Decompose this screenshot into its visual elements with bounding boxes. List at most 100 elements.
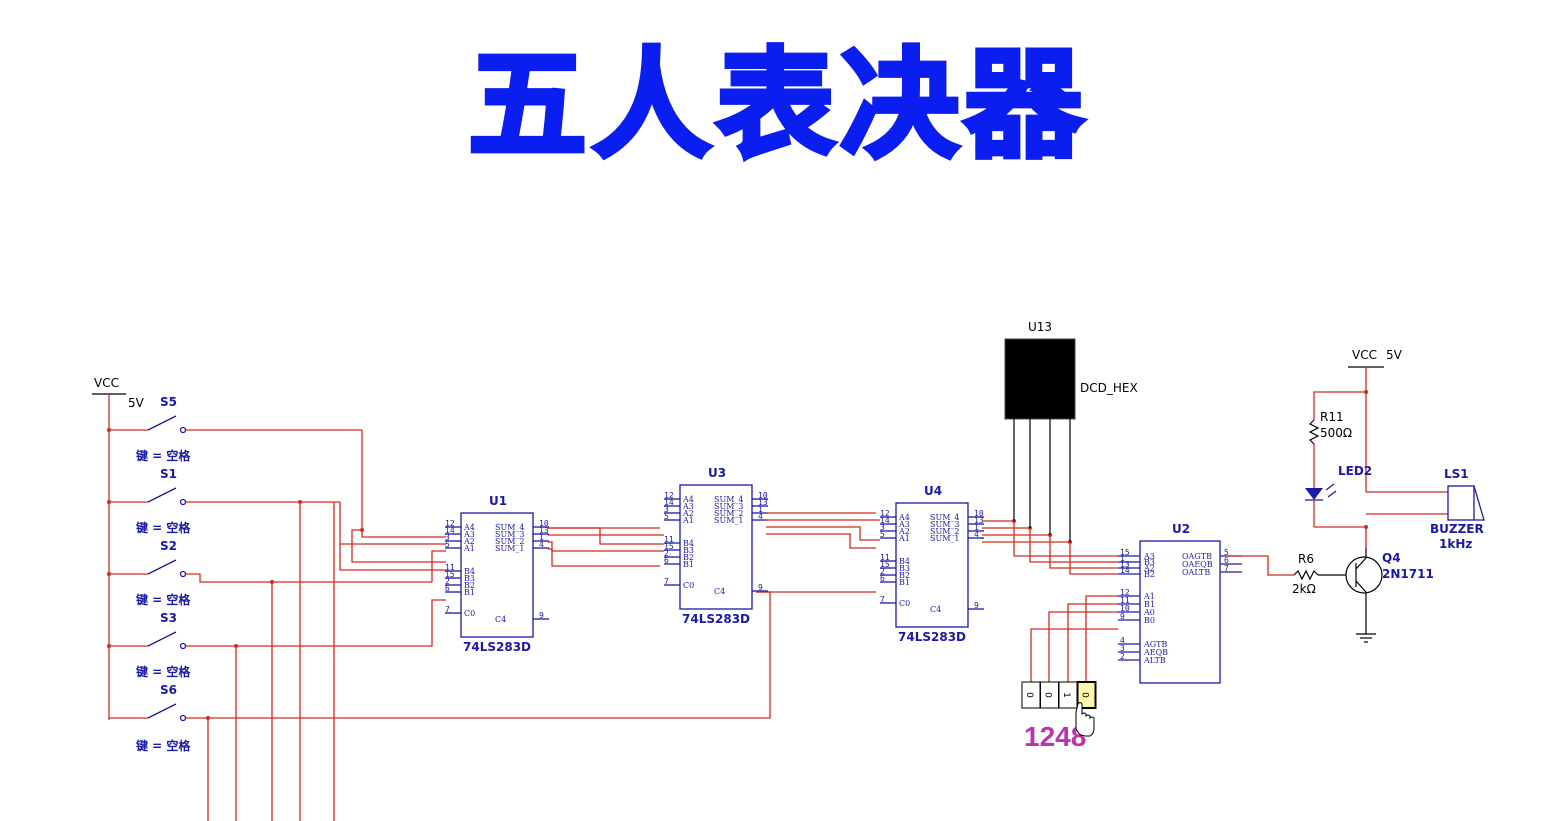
comparator-pin-name: AEQB [1143,648,1168,657]
comparator-ref: U2 [1172,522,1190,536]
adder-pin-name: SUM_1 [930,534,960,543]
adder-pin-num: 12 [664,491,674,500]
adder-pin-num: 13 [974,516,984,525]
adder-pin-name: B1 [683,560,694,569]
comparator-pin-num: 15 [1120,548,1130,557]
resistor-r6: R6 2kΩ [1226,552,1346,596]
comparator-pin-name: B3 [1144,558,1155,567]
vcc-right-name: VCC [1352,348,1377,362]
adder-pin-num: 13 [758,498,768,507]
adder-pin-name: A2 [898,527,910,536]
adder-pin-name: SUM_1 [495,544,525,553]
adder-wires [548,512,1118,593]
led-ref: LED2 [1338,464,1372,478]
hex-display-u13: U13 DCD_HEX [1004,320,1138,542]
adder-pin-name: A4 [898,513,910,522]
adder-pin-num: 14 [880,516,890,525]
adder-pin-num: 11 [880,553,890,562]
bus-wires [107,428,446,821]
adder-pin-name: B1 [899,578,910,587]
adder-pin-name: B3 [464,574,475,583]
switch-s2-ref: S2 [160,539,177,553]
dip-switch-bit[interactable]: 0 [1040,681,1059,709]
hand-cursor-icon [1075,702,1095,737]
adder-pin-name: SUM_4 [930,513,960,522]
adder-pin-num: 9 [758,583,763,592]
adder-pin-num: 11 [664,535,674,544]
adder-pin-name: C4 [495,615,506,624]
switch-s6-ref: S6 [160,683,177,697]
dip-switch-bit-value: 0 [1043,692,1053,698]
adder-pin-name: A4 [682,495,694,504]
comparator-pin-num: 3 [1120,644,1125,653]
buzzer-freq: 1kHz [1439,537,1472,551]
comparator-pin-num: 5 [1224,548,1229,557]
comparator-pin-name: B1 [1144,600,1155,609]
comparator-pin-num: 12 [1120,588,1130,597]
adder-pin-num: 12 [445,519,455,528]
adder-pin-num: 9 [539,611,544,620]
comparator-pin-name: OAGTB [1182,552,1212,561]
adder-pin-num: 11 [445,563,455,572]
comparator-pin-name: ALTB [1143,656,1166,665]
switch-s1[interactable]: S1 键 = 空格 [109,467,340,535]
adder-pin-name: SUM_2 [714,509,744,518]
adder-pin-name: A3 [463,530,475,539]
switch-s5-ref: S5 [160,395,177,409]
switch-s5[interactable]: S5 键 = 空格 [109,395,362,463]
comparator-pin-num: 4 [1120,636,1125,645]
comparator-pin-num: 7 [1224,564,1229,573]
dip-switch-bit-value: 0 [1024,692,1034,698]
adder-pin-num: 13 [539,526,549,535]
adder-pin-num: 2 [445,577,450,586]
comparator-pin-name: A3 [1143,552,1155,561]
dip-switch-bit[interactable]: 0 [1076,681,1097,709]
adder-pin-name: C0 [683,581,694,590]
r6-ref: R6 [1298,552,1314,566]
adder-pin-name: C0 [464,609,475,618]
transistor-ref: Q4 [1382,551,1401,565]
comparator-pin-num: 2 [1120,652,1125,661]
switch-s2[interactable]: S2 键 = 空格 [109,539,432,607]
adder-pin-num: 14 [664,498,674,507]
switch-s2-key: 键 = 空格 [135,592,191,607]
display-part: DCD_HEX [1080,381,1138,395]
adder-pin-num: 9 [974,601,979,610]
r11-ref: R11 [1320,410,1344,424]
comparator-pin-name: B0 [1144,616,1155,625]
adder-pin-num: 7 [445,605,450,614]
adder-pin-num: 4 [974,530,979,539]
switch-s3[interactable]: S3 键 = 空格 [109,599,446,679]
adder-pin-num: 5 [664,512,669,521]
vcc-right-value: 5V [1386,348,1403,362]
adder-pin-num: 6 [664,556,669,565]
adder-pin-name: SUM_2 [930,527,960,536]
adder-pin-num: 4 [758,512,763,521]
comparator-pin-name: A2 [1143,564,1155,573]
switch-s3-key: 键 = 空格 [135,664,191,679]
adder-pin-name: B1 [464,588,475,597]
comparator-pin-name: AGTB [1143,640,1168,649]
adder-pin-num: 2 [664,549,669,558]
adder-pin-num: 1 [539,533,544,542]
transistor-part: 2N1711 [1382,567,1434,581]
buzzer-ref: LS1 [1444,467,1469,481]
adder-pin-num: 3 [880,523,885,532]
dip-switch-bit[interactable]: 1 [1058,681,1078,709]
dip-switch-bit[interactable]: 0 [1021,681,1041,709]
adder-pin-name: A1 [898,534,910,543]
adder-pin-num: 2 [880,567,885,576]
adder-pin-name: B4 [683,539,694,548]
adder-pin-num: 6 [445,584,450,593]
adder-pin-name: A1 [463,544,475,553]
adder-pin-num: 1 [758,505,763,514]
switch-s5-key: 键 = 空格 [135,448,191,463]
led2: LED2 [1305,464,1372,548]
adder-pin-name: A3 [682,502,694,511]
adder-pin-name: SUM_2 [495,537,525,546]
comparator-pin-name: A1 [1143,592,1155,601]
